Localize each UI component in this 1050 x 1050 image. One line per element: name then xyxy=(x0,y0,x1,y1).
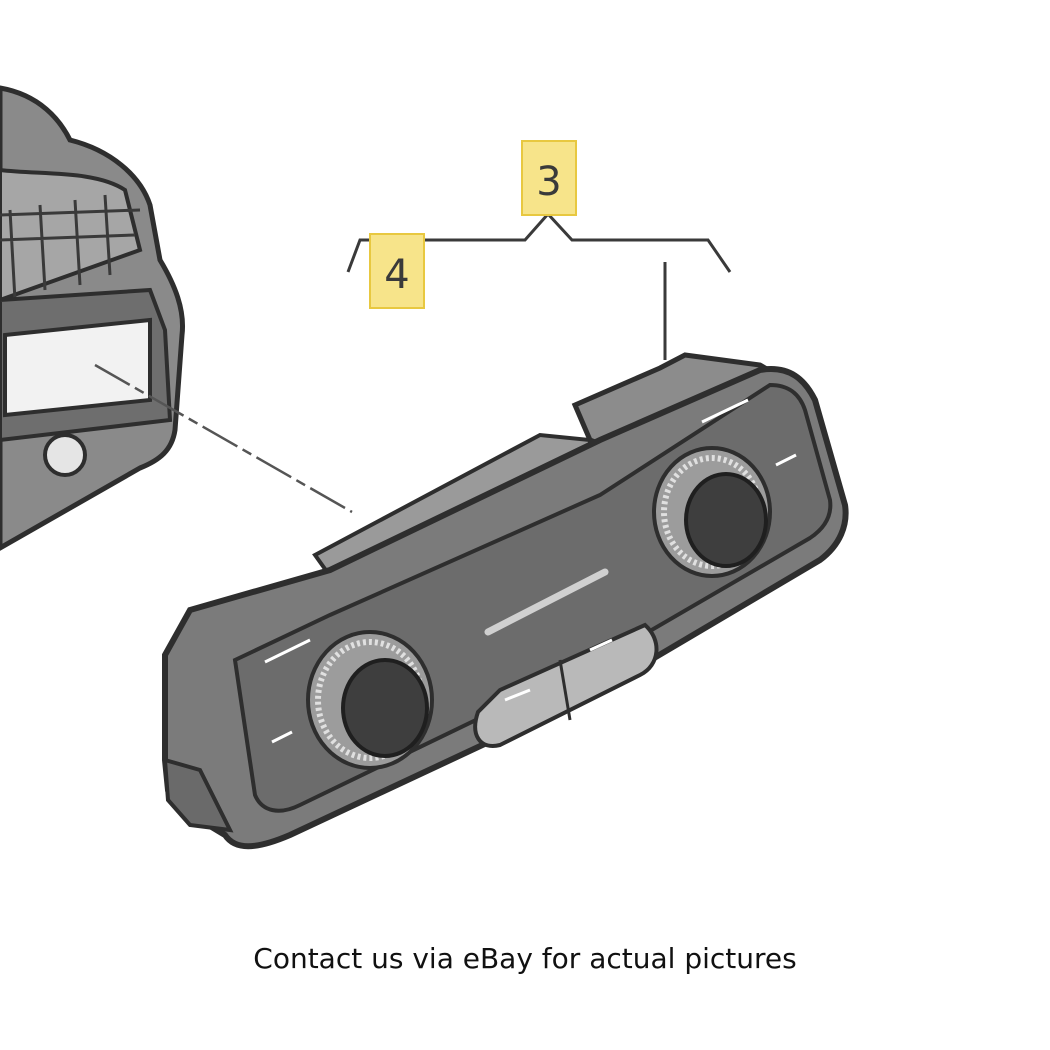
right-temperature-knob xyxy=(652,446,772,578)
svg-text:4: 4 xyxy=(384,252,409,298)
contact-caption: Contact us via eBay for actual pictures xyxy=(253,942,797,975)
callout-3: 3 xyxy=(521,140,577,216)
assembly-leader-line xyxy=(94,363,353,514)
svg-text:3: 3 xyxy=(536,159,561,205)
callout-4: 4 xyxy=(369,233,425,309)
dashboard-vent-housing xyxy=(0,85,186,551)
left-temperature-knob xyxy=(306,630,434,770)
climate-control-unit xyxy=(162,352,849,850)
